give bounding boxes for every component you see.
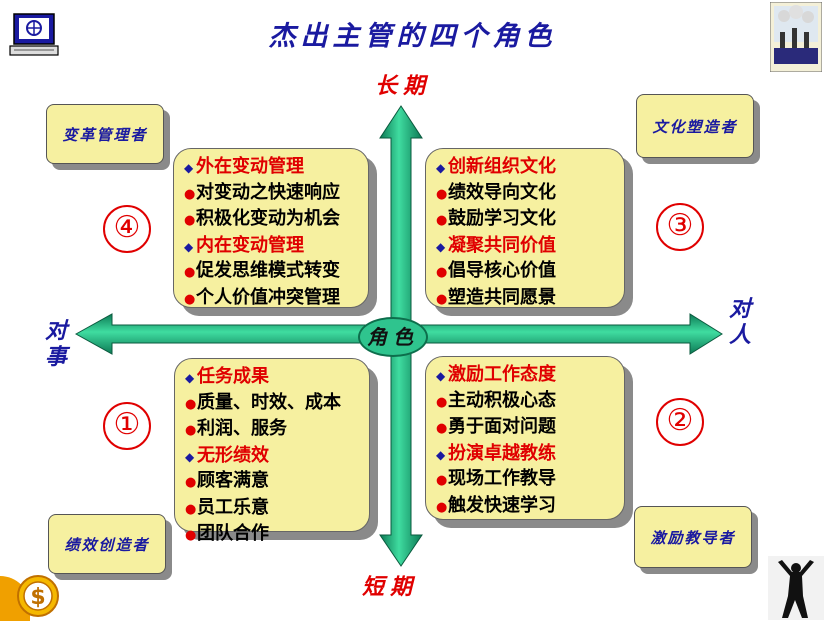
section-heading: ◆创新组织文化 (436, 155, 624, 181)
role-performance-creator: 绩效创造者 (48, 514, 166, 574)
item-text: 塑造共同愿景 (448, 286, 556, 308)
dot-bullet-icon: ● (185, 396, 197, 412)
dot-bullet-icon: ● (436, 265, 448, 280)
quadrant-number-4: ④ (103, 205, 151, 253)
section-heading: ◆内在变动管理 (184, 234, 368, 260)
list-item: ●触发快速学习 (436, 494, 624, 521)
section-heading: ◆外在变动管理 (184, 155, 368, 181)
dot-bullet-icon: ● (184, 291, 196, 307)
svg-text:$: $ (30, 585, 45, 610)
list-item: ●绩效导向文化 (436, 181, 624, 208)
item-text: 促发思维模式转变 (196, 260, 340, 281)
dot-bullet-icon: ● (436, 291, 448, 307)
list-item: ●积极化变动为机会 (184, 207, 368, 234)
diamond-bullet-icon: ◆ (185, 371, 195, 385)
computer-icon (9, 13, 59, 56)
quadrant-number-3: ③ (656, 203, 704, 251)
axis-left-label: 对事 (44, 318, 67, 370)
item-text: 主动积极心态 (448, 389, 556, 411)
list-item: ●顾客满意 (185, 469, 369, 496)
list-item: ●质量、时效、成本 (185, 391, 369, 418)
role-motivator-coach: 激励教导者 (634, 506, 752, 568)
list-item: ●倡导核心价值 (436, 259, 624, 286)
axis-right-label: 对人 (728, 296, 751, 348)
diamond-bullet-icon: ◆ (185, 449, 195, 464)
dot-bullet-icon: ● (185, 475, 197, 490)
item-text: 创新组织文化 (448, 156, 556, 177)
list-item: ●主动积极心态 (436, 389, 624, 416)
dot-bullet-icon: ● (185, 501, 197, 517)
section-heading: ◆任务成果 (185, 365, 369, 391)
dot-bullet-icon: ● (184, 186, 196, 202)
item-text: 外在变动管理 (196, 156, 304, 177)
list-item: ●员工乐意 (185, 496, 369, 523)
center-role-label: 角色 (358, 317, 428, 357)
section-heading: ◆扮演卓越教练 (436, 442, 624, 468)
item-text: 绩效导向文化 (448, 181, 556, 203)
quadrant-number-2: ② (656, 398, 704, 446)
item-text: 利润、服务 (197, 418, 287, 439)
dot-bullet-icon: ● (436, 186, 448, 202)
page-title: 杰出主管的四个角色 (268, 21, 557, 52)
item-text: 团队合作 (197, 523, 269, 544)
item-text: 无形绩效 (197, 444, 269, 466)
role-culture-shaper: 文化塑造者 (636, 94, 754, 158)
role-change-manager: 变革管理者 (46, 104, 164, 164)
quadrant-panel-1: ◆任务成果●质量、时效、成本●利润、服务◆无形绩效●顾客满意●员工乐意●团队合作 (174, 358, 370, 544)
diamond-bullet-icon: ◆ (436, 161, 446, 175)
item-text: 内在变动管理 (196, 234, 304, 256)
diamond-bullet-icon: ◆ (436, 369, 446, 383)
item-text: 积极化变动为机会 (196, 208, 340, 229)
diamond-bullet-icon: ◆ (436, 447, 446, 462)
dot-bullet-icon: ● (436, 213, 448, 228)
item-text: 顾客满意 (197, 470, 269, 491)
item-text: 扮演卓越教练 (448, 442, 556, 464)
list-item: ●个人价值冲突管理 (184, 286, 368, 313)
list-item: ●团队合作 (185, 522, 369, 549)
factory-icon (770, 2, 822, 72)
quadrant-panel-3: ◆创新组织文化●绩效导向文化●鼓励学习文化◆凝聚共同价值●倡导核心价值●塑造共同… (425, 148, 625, 308)
section-heading: ◆激励工作态度 (436, 363, 624, 389)
list-item: ●现场工作教导 (436, 467, 624, 494)
dot-bullet-icon: ● (436, 421, 448, 436)
item-text: 个人价值冲突管理 (196, 286, 340, 308)
athlete-icon (768, 556, 824, 620)
dot-bullet-icon: ● (184, 265, 196, 280)
list-item: ●勇于面对问题 (436, 415, 624, 442)
item-text: 现场工作教导 (448, 468, 556, 489)
list-item: ●促发思维模式转变 (184, 259, 368, 286)
item-text: 凝聚共同价值 (448, 234, 556, 256)
quadrant-panel-4: ◆外在变动管理●对变动之快速响应●积极化变动为机会◆内在变动管理●促发思维模式转… (173, 148, 369, 308)
item-text: 倡导核心价值 (448, 260, 556, 281)
list-item: ●塑造共同愿景 (436, 286, 624, 313)
dot-bullet-icon: ● (436, 394, 448, 410)
section-heading: ◆无形绩效 (185, 444, 369, 470)
item-text: 勇于面对问题 (448, 416, 556, 437)
section-heading: ◆凝聚共同价值 (436, 234, 624, 260)
axis-bottom-label: 短期 (362, 574, 419, 600)
item-text: 鼓励学习文化 (448, 208, 556, 229)
quadrant-number-1: ① (103, 402, 151, 450)
item-text: 触发快速学习 (448, 494, 556, 516)
diamond-bullet-icon: ◆ (184, 161, 194, 175)
dot-bullet-icon: ● (185, 423, 197, 438)
axis-top-label: 长期 (375, 73, 432, 99)
item-text: 激励工作态度 (448, 364, 556, 385)
item-text: 质量、时效、成本 (197, 391, 341, 413)
dot-bullet-icon: ● (436, 499, 448, 515)
dot-bullet-icon: ● (436, 473, 448, 488)
list-item: ●鼓励学习文化 (436, 207, 624, 234)
dot-bullet-icon: ● (185, 528, 197, 543)
diamond-bullet-icon: ◆ (436, 239, 446, 254)
item-text: 对变动之快速响应 (196, 181, 340, 203)
item-text: 员工乐意 (197, 496, 269, 518)
item-text: 任务成果 (197, 366, 269, 387)
quadrant-panel-2: ◆激励工作态度●主动积极心态●勇于面对问题◆扮演卓越教练●现场工作教导●触发快速… (425, 356, 625, 520)
list-item: ●利润、服务 (185, 417, 369, 444)
dot-bullet-icon: ● (184, 213, 196, 228)
diamond-bullet-icon: ◆ (184, 239, 194, 254)
dollar-coin-icon: $ (0, 575, 59, 621)
list-item: ●对变动之快速响应 (184, 181, 368, 208)
